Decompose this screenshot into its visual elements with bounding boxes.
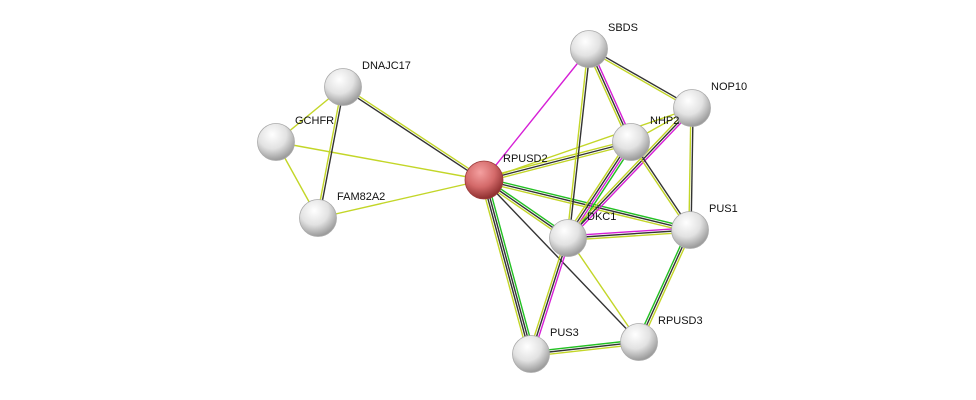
node-label: SBDS (608, 22, 638, 34)
edge-nhp2-dkc1-yellow[interactable] (564, 139, 629, 237)
edge-nop10-dkc1-magenta[interactable] (569, 109, 695, 241)
edge-dkc1-pus3-magenta[interactable] (532, 238, 571, 355)
edge-pus1-rpusd3-black[interactable] (638, 229, 691, 343)
edge-nop10-pus1-yellow[interactable] (688, 107, 692, 230)
node-nhp2[interactable]: NHP2 (612, 115, 680, 161)
edge-dkc1-rpusd3-yellow[interactable] (567, 237, 640, 343)
edge-pus1-rpusd3-yellow[interactable] (640, 230, 693, 344)
node-label: NHP2 (650, 115, 679, 127)
node-sphere[interactable] (512, 335, 550, 373)
node-sphere[interactable] (324, 68, 362, 106)
node-pus1[interactable]: PUS1 (671, 203, 738, 249)
node-sphere[interactable] (620, 323, 658, 361)
node-nop10[interactable]: NOP10 (673, 81, 748, 127)
node-fam82a2[interactable]: FAM82A2 (299, 191, 386, 237)
edge-sbds-nop10-black[interactable] (589, 47, 693, 108)
node-label: NOP10 (711, 81, 747, 93)
edge-rpusd2-pus3-black[interactable] (482, 180, 531, 355)
node-sphere[interactable] (257, 123, 295, 161)
node-sphere[interactable] (549, 219, 587, 257)
edge-rpusd2-fam82a2-yellow[interactable] (317, 179, 485, 219)
edge-dnajc17-fam82a2-yellow[interactable] (316, 86, 343, 218)
edge-rpusd2-pus3-black[interactable] (484, 179, 533, 354)
edge-rpusd2-nop10-yellow[interactable] (483, 107, 693, 181)
edge-nop10-dkc1-black[interactable] (567, 107, 693, 239)
edge-pus1-rpusd3-green[interactable] (636, 228, 689, 342)
edge-dnajc17-fam82a2-black[interactable] (318, 87, 345, 219)
edge-rpusd2-rpusd3-black[interactable] (483, 179, 640, 343)
node-sphere[interactable] (673, 89, 711, 127)
edge-sbds-dkc1-yellow[interactable] (566, 48, 589, 238)
edge-rpusd2-nhp2-yellow[interactable] (484, 143, 632, 183)
node-label: GCHFR (295, 115, 334, 127)
node-rpusd3[interactable]: RPUSD3 (620, 315, 703, 361)
node-sphere[interactable] (612, 123, 650, 161)
edge-rpusd2-pus3-yellow[interactable] (480, 180, 529, 356)
edge-rpusd2-dnajc17-yellow[interactable] (343, 85, 485, 180)
edge-sbds-nop10-yellow[interactable] (588, 49, 692, 110)
node-pus3[interactable]: PUS3 (512, 327, 579, 373)
node-sphere[interactable] (464, 160, 504, 200)
edge-dkc1-pus1-black[interactable] (567, 229, 691, 239)
edge-dkc1-pus1-yellow[interactable] (568, 231, 691, 241)
edge-rpusd2-sbds-magenta[interactable] (483, 48, 590, 181)
edge-nop10-pus1-black[interactable] (690, 108, 694, 231)
node-label: DKC1 (587, 211, 616, 223)
edge-rpusd2-gchfr-yellow[interactable] (275, 141, 485, 181)
edge-sbds-dkc1-black[interactable] (568, 49, 591, 239)
node-sphere[interactable] (671, 211, 709, 249)
node-sbds[interactable]: SBDS (570, 22, 638, 68)
edge-rpusd2-dnajc17-black[interactable] (342, 87, 484, 182)
edge-rpusd2-pus1-black[interactable] (483, 179, 691, 231)
edge-dkc1-pus1-magenta[interactable] (567, 227, 690, 237)
node-label: RPUSD2 (503, 153, 548, 165)
edge-rpusd2-nhp2-black[interactable] (483, 141, 632, 181)
edge-dkc1-pus3-yellow[interactable] (528, 237, 567, 354)
node-sphere[interactable] (570, 30, 608, 68)
edge-dkc1-pus3-black[interactable] (530, 237, 569, 355)
node-label: PUS3 (550, 327, 579, 339)
node-dnajc17[interactable]: DNAJC17 (324, 60, 411, 106)
node-dkc1[interactable]: DKC1 (549, 211, 617, 257)
node-label: DNAJC17 (362, 60, 411, 72)
node-label: FAM82A2 (337, 191, 385, 203)
edge-nhp2-dkc1-black[interactable] (566, 141, 631, 238)
node-gchfr[interactable]: GCHFR (257, 115, 335, 161)
node-rpusd2[interactable]: RPUSD2 (464, 153, 548, 200)
edge-rpusd2-pus3-green[interactable] (486, 178, 535, 354)
node-label: RPUSD3 (658, 315, 703, 327)
node-label: PUS1 (709, 203, 738, 215)
node-sphere[interactable] (299, 199, 337, 237)
edge-nop10-dkc1-yellow[interactable] (565, 105, 691, 237)
